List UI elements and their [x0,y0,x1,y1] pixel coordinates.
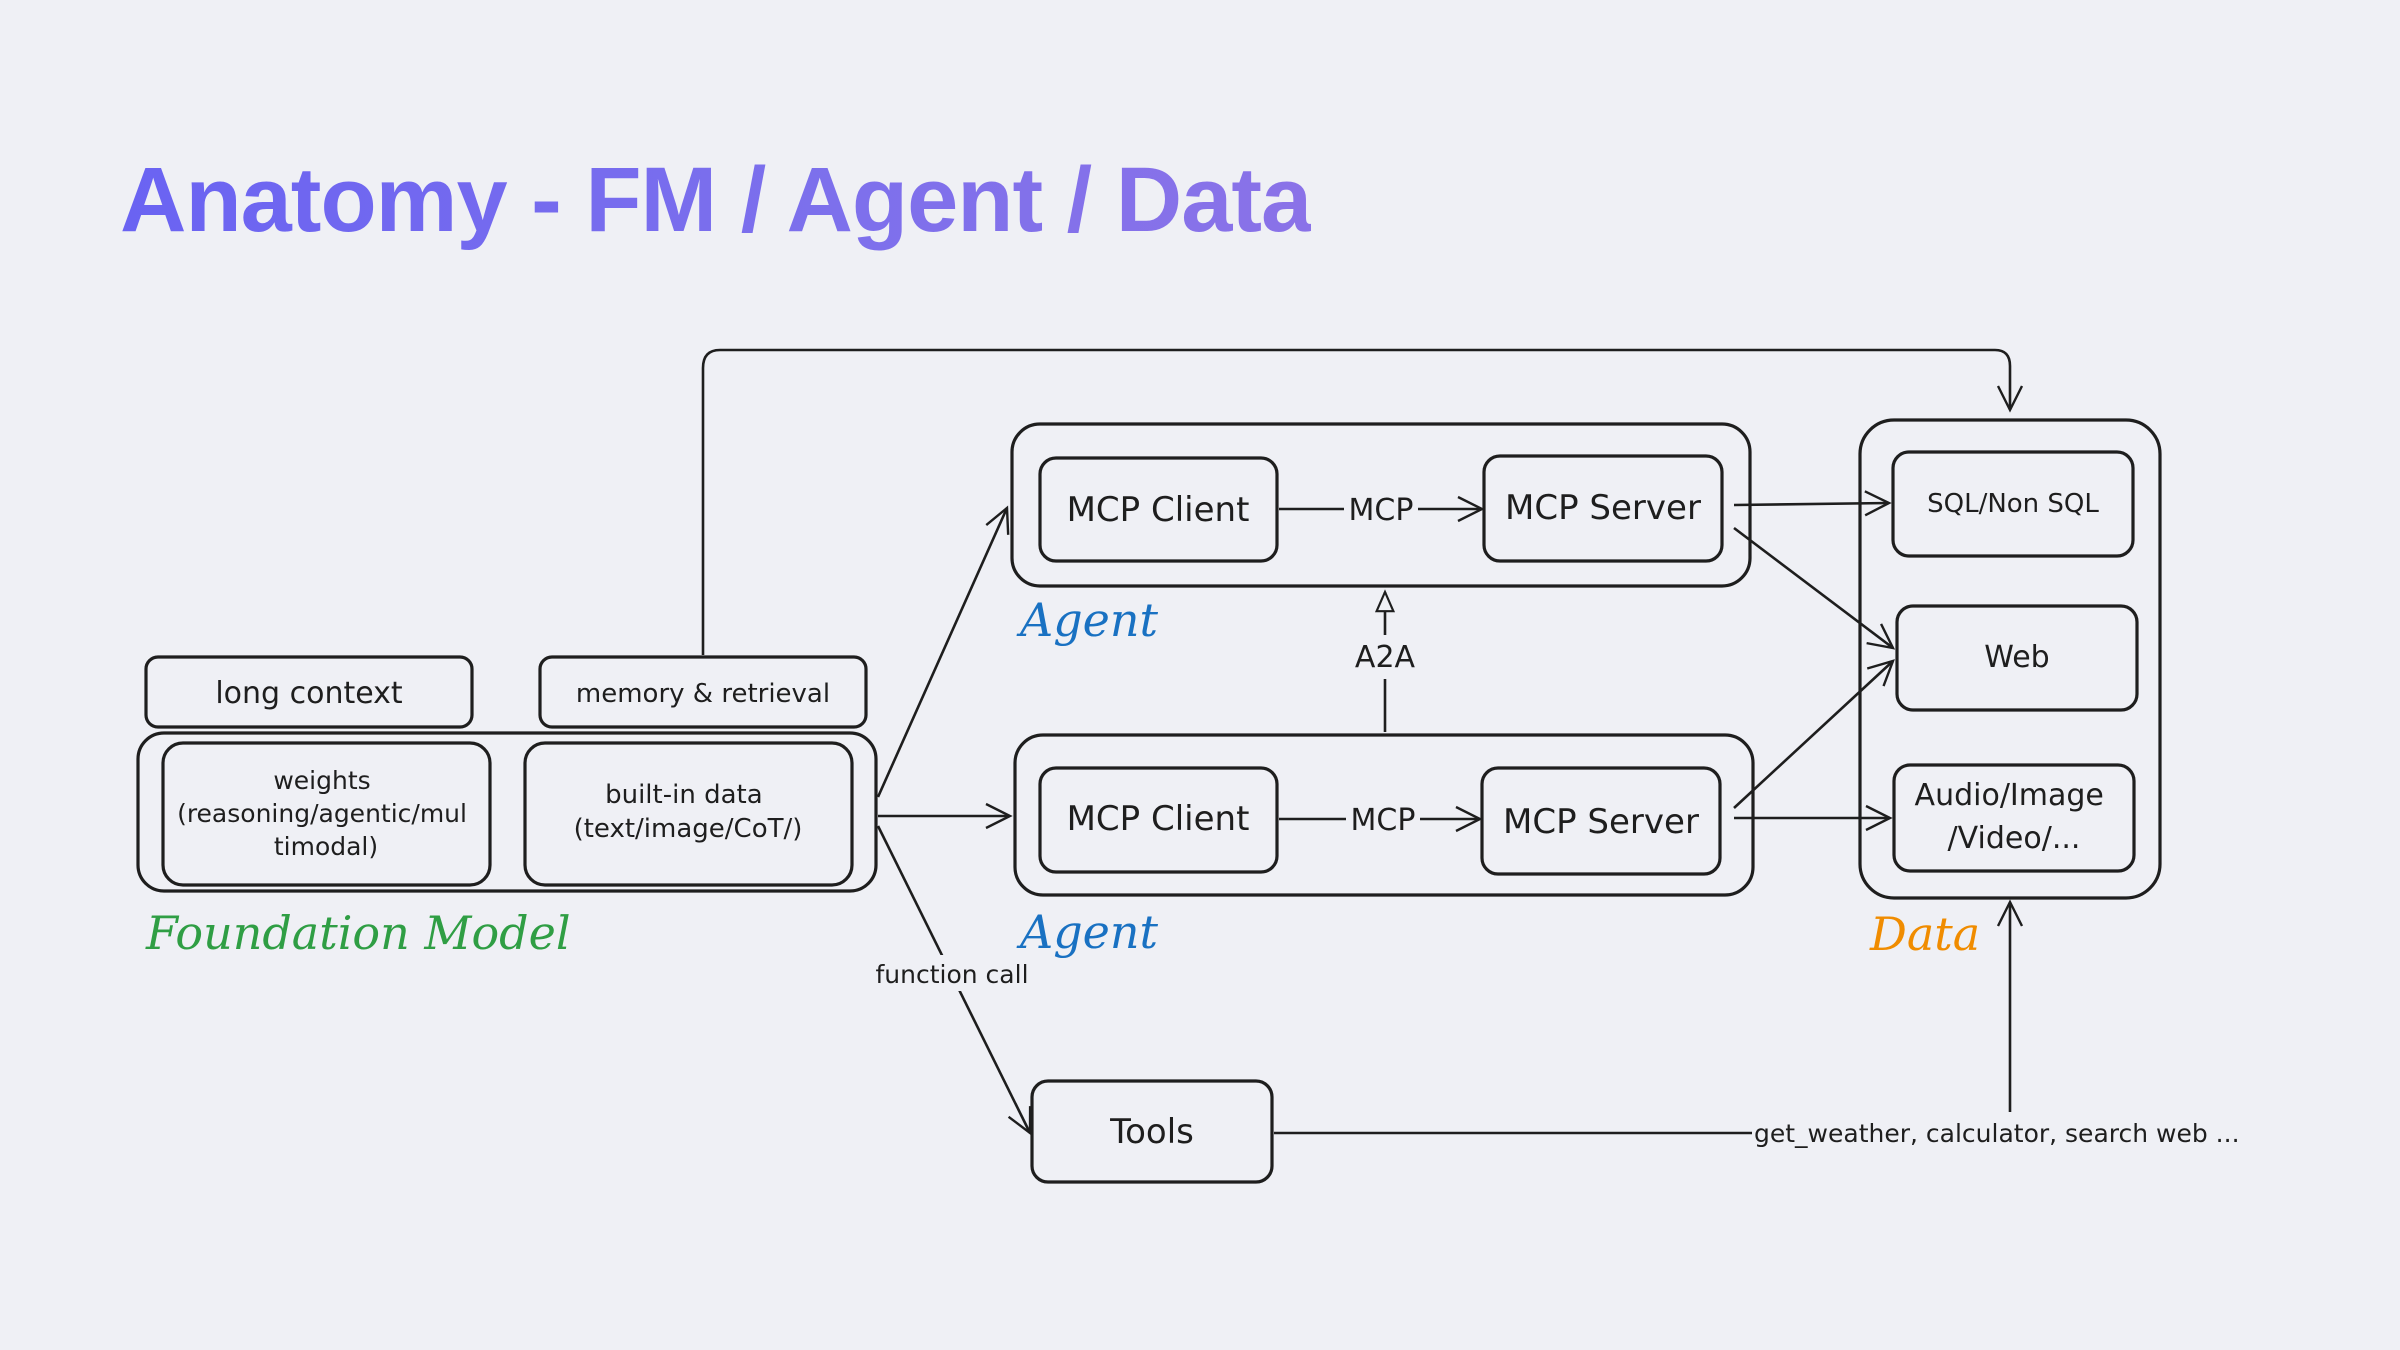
agent-bottom-box [1013,733,1755,897]
mcp-server-bottom-label: MCP Server [1503,802,1699,842]
data-box [1858,418,2162,900]
server-bottom-to-web-arrow [1733,659,1895,809]
sql-box [1891,450,2135,558]
tools-label: Tools [1109,1112,1194,1152]
data-label: Data [1869,907,1980,961]
builtin-data-line-2: (text/image/CoT/) [574,814,803,844]
media-label: Audio/Image /Video/... [1915,778,2114,856]
weights-line-2: (reasoning/agentic/mul [177,799,467,828]
agent-bottom-label: Agent [1016,905,1159,959]
server-top-to-sql-arrow [1733,490,1892,517]
foundation-model-group: long context memory & retrieval weights … [136,655,878,960]
slide-title: Anatomy - FM / Agent / Data [120,149,1312,251]
foundation-model-box [136,731,878,893]
long-context-label: long context [215,676,403,711]
foundation-model-label: Foundation Model [145,906,571,960]
data-group: SQL/Non SQL Web Audio/Image /Video/... D… [1858,418,2162,961]
web-label: Web [1984,640,2049,675]
mcp-client-bottom-box [1038,766,1279,874]
agent-top-label: Agent [1016,593,1159,647]
memory-to-data-arrow [701,348,2024,655]
weights-box [161,741,492,887]
builtin-data-label: built-in data (text/image/CoT/) [574,780,803,844]
weights-line-1: weights [273,766,370,795]
media-line-1: Audio/Image [1915,778,2104,813]
function-call-backdrop [870,955,1034,991]
a2a-label: A2A [1355,640,1416,675]
mcp-client-top-label: MCP Client [1067,490,1250,530]
tools-examples-label: get_weather, calculator, search web ... [1754,1119,2240,1148]
function-call-label: function call [875,960,1028,989]
long-context-box [144,655,474,729]
server-top-to-web-arrow [1733,526,1896,650]
agent-bottom-group: MCP Client MCP Server MCP Agent [1013,733,1755,959]
mcp-top-protocol-label: MCP [1349,493,1414,528]
memory-retrieval-box [538,655,868,729]
a2a-label-backdrop [1340,635,1430,679]
media-line-2: /Video/... [1948,821,2081,856]
builtin-data-line-1: built-in data [605,780,763,810]
fm-to-agent-top-arrow [876,505,1010,798]
memory-retrieval-label: memory & retrieval [576,679,830,709]
sql-label: SQL/Non SQL [1927,489,2099,519]
mcp-client-bottom-label: MCP Client [1067,799,1250,839]
agent-top-group: MCP Client MCP Server MCP Agent [1010,422,1752,647]
web-box [1895,604,2139,712]
builtin-data-box [523,741,854,887]
mcp-server-top-label: MCP Server [1505,488,1701,528]
tools-box [1030,1079,1274,1184]
weights-line-3: timodal) [274,832,378,861]
weights-label: weights (reasoning/agentic/mul timodal) [177,766,475,861]
media-box [1892,763,2136,873]
mcp-client-top-box [1038,456,1279,563]
mcp-bottom-protocol-label: MCP [1351,803,1416,838]
